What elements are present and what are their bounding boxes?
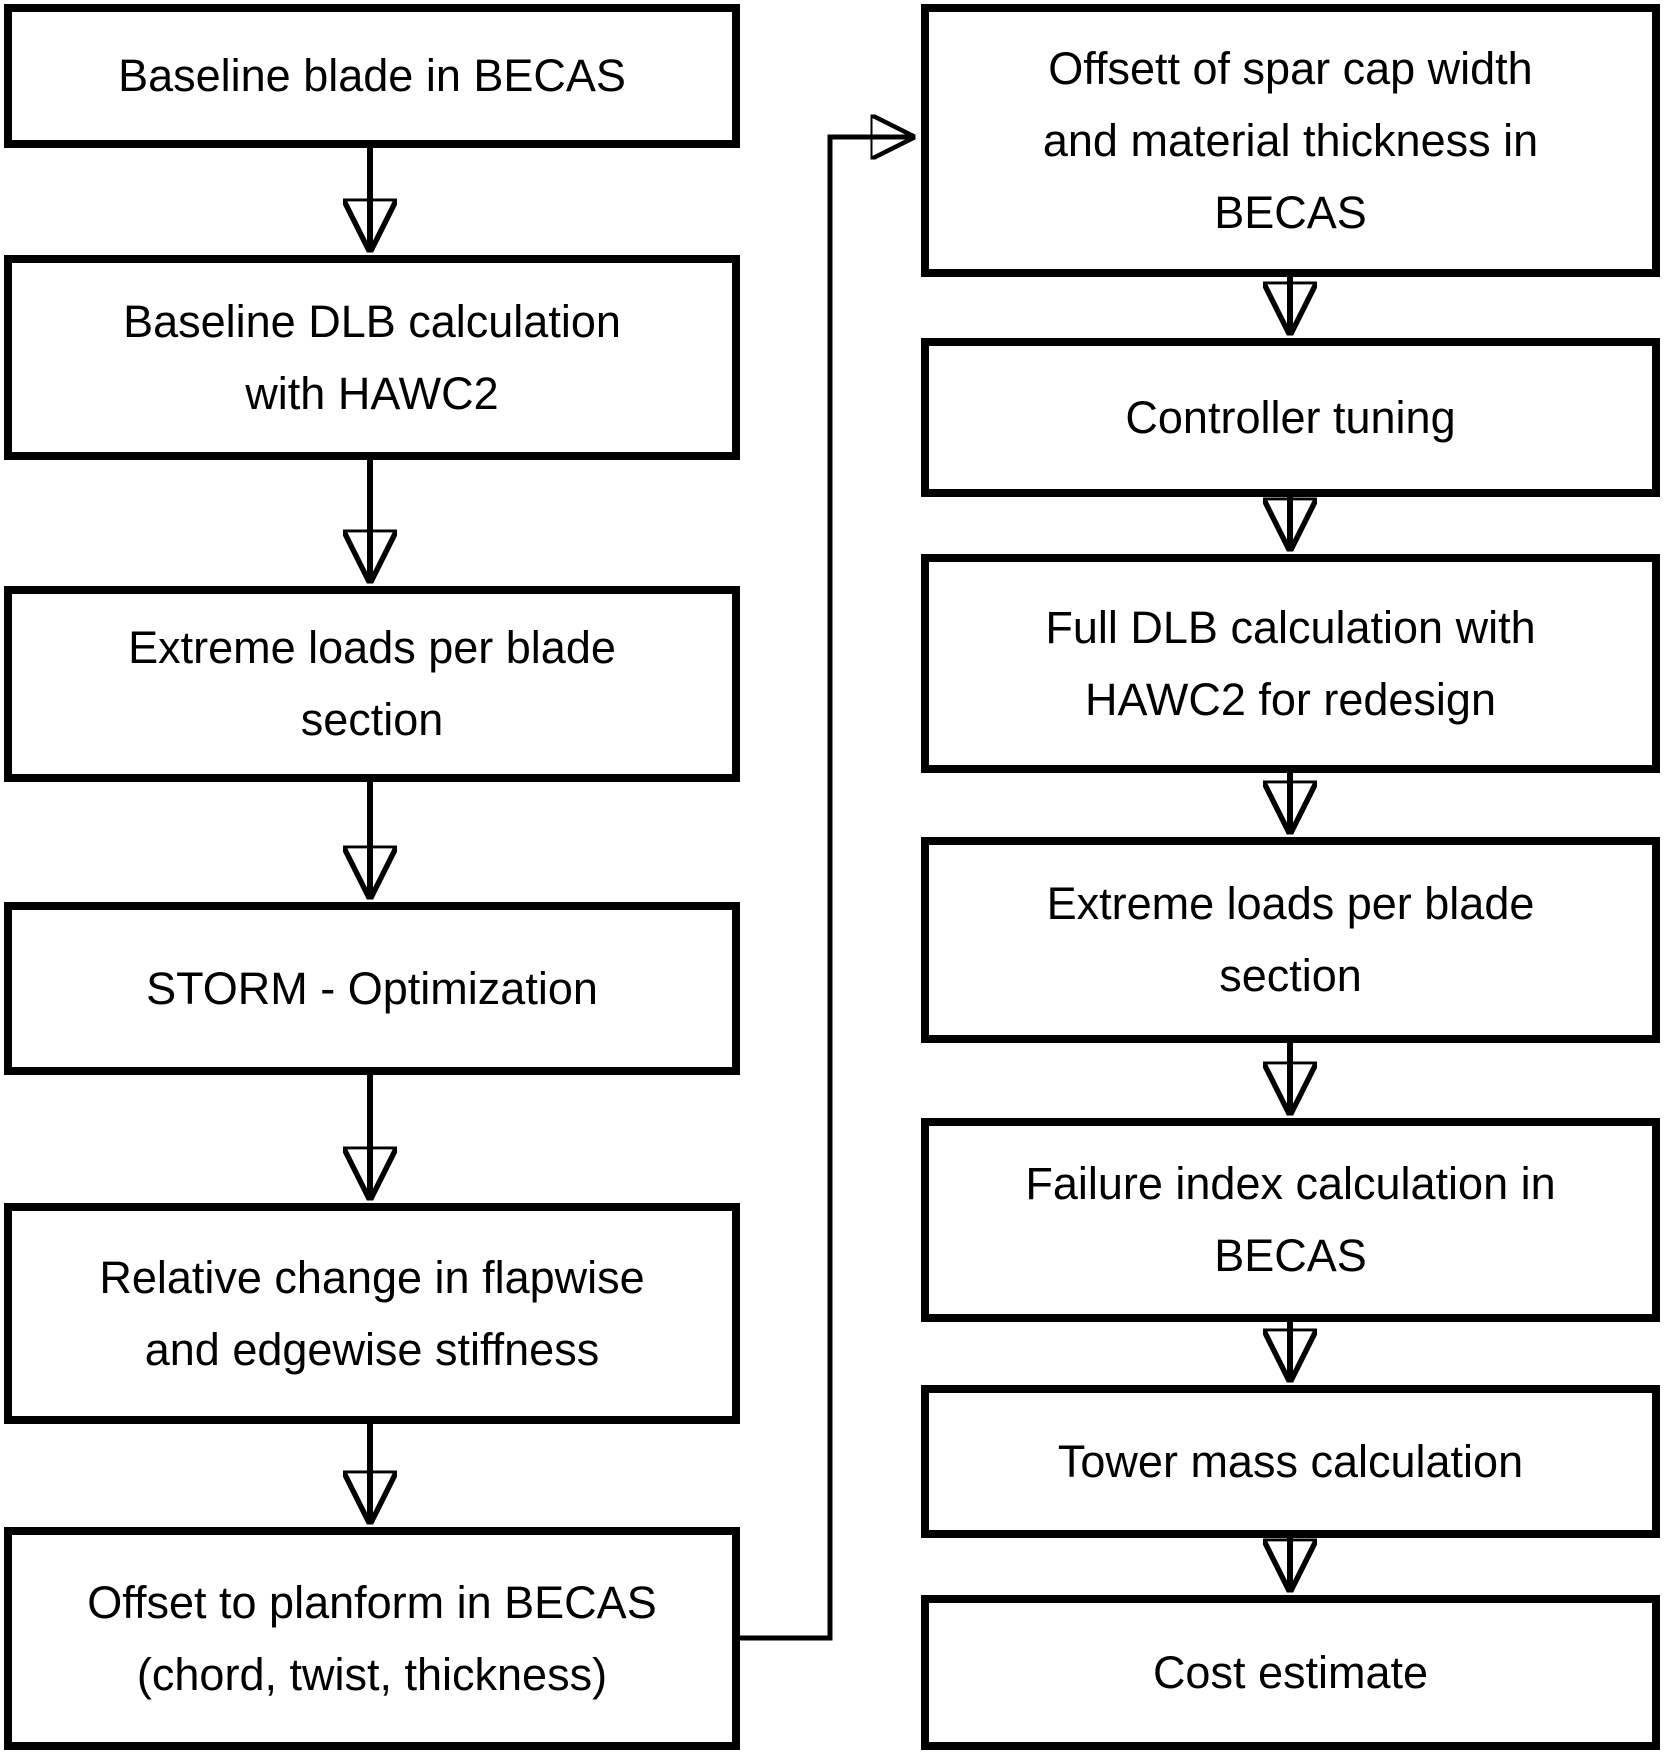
node-failure-index: Failure index calculation in BECAS [921,1118,1660,1322]
connector-left-to-right-column [740,137,913,1641]
node-baseline-dlb-calculation: Baseline DLB calculation with HAWC2 [4,255,740,460]
node-tower-mass: Tower mass calculation [921,1385,1660,1538]
node-extreme-loads-baseline: Extreme loads per blade section [4,586,740,782]
node-storm-optimization: STORM - Optimization [4,902,740,1075]
node-cost-estimate: Cost estimate [921,1595,1660,1750]
node-controller-tuning: Controller tuning [921,338,1660,497]
node-extreme-loads-redesign: Extreme loads per blade section [921,837,1660,1043]
node-baseline-blade: Baseline blade in BECAS [4,4,740,148]
node-full-dlb-calculation: Full DLB calculation with HAWC2 for rede… [921,554,1660,773]
node-relative-stiffness-change: Relative change in flapwise and edgewise… [4,1203,740,1424]
node-offset-planform: Offset to planform in BECAS (chord, twis… [4,1527,740,1750]
node-offset-spar-cap: Offsett of spar cap width and material t… [921,4,1660,277]
